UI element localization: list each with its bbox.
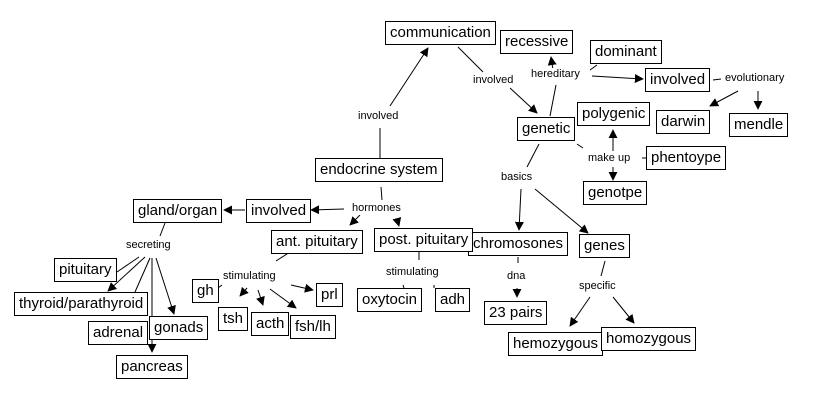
link-label-stimulating: stimulating	[222, 270, 277, 283]
node-pancreas[interactable]: pancreas	[116, 355, 188, 379]
edge-involved-genetic	[509, 87, 538, 114]
node-post-pituitary[interactable]: post. pituitary	[374, 228, 474, 252]
edge-secreting-thyroid	[107, 256, 146, 292]
edge-basics-genes	[534, 188, 589, 234]
edge-hormones-antpit	[349, 214, 361, 226]
link-label-stimulating: stimulating	[385, 266, 440, 279]
edge-gland-secreting	[159, 222, 166, 237]
node-chromosones[interactable]: chromosones	[468, 232, 569, 256]
link-label-dna: dna	[506, 270, 527, 283]
link-label-make-up: make up	[587, 152, 632, 165]
node-involved[interactable]: involved	[645, 68, 711, 92]
link-label-secreting: secreting	[125, 239, 172, 252]
node-polygenic[interactable]: polygenic	[577, 102, 651, 126]
edge-genetic-makeup	[576, 143, 584, 149]
edge-communication-involved	[457, 46, 484, 73]
node-involved[interactable]: involved	[246, 199, 312, 223]
node-pituitary[interactable]: pituitary	[54, 258, 117, 282]
link-label-involved: involved	[357, 110, 400, 123]
link-label-hereditary: hereditary	[530, 68, 581, 81]
edge-hereditary-dominant	[589, 64, 598, 71]
edge-basics-chromosones	[514, 188, 524, 231]
edge-genetic-basics	[526, 143, 540, 168]
node-homozygous[interactable]: homozygous	[601, 327, 697, 351]
node-fsh-lh[interactable]: fsh/lh	[290, 315, 336, 339]
node-prl[interactable]: prl	[316, 283, 343, 307]
edge-secreting-adrenal	[134, 257, 151, 293]
node-gland-organ[interactable]: gland/organ	[133, 199, 223, 223]
node-tsh[interactable]: tsh	[218, 307, 249, 331]
node-genetic[interactable]: genetic	[517, 117, 576, 141]
node-adrenal[interactable]: adrenal	[88, 321, 149, 345]
node-23-pairs[interactable]: 23 pairs	[484, 301, 548, 325]
node-gonads[interactable]: gonads	[149, 316, 209, 340]
node-thyroid-parathyroid[interactable]: thyroid/parathyroid	[14, 292, 149, 316]
edge-specific-homozygous	[612, 296, 635, 324]
node-oxytocin[interactable]: oxytocin	[357, 288, 423, 312]
edge-involved-communication	[389, 47, 429, 107]
node-genes[interactable]: genes	[579, 234, 630, 258]
node-acth[interactable]: acth	[251, 312, 290, 336]
node-genotpe[interactable]: genotpe	[583, 181, 648, 205]
edge-stim-fsh	[269, 288, 297, 309]
link-label-specific: specific	[578, 280, 617, 293]
edge-stim-tsh	[239, 286, 249, 297]
node-mendle[interactable]: mendle	[729, 113, 789, 137]
edge-endocrine-hormones	[380, 186, 383, 201]
edge-hormones-involved	[310, 205, 345, 215]
node-communication[interactable]: communication	[385, 21, 496, 45]
node-endocrine-system[interactable]: endocrine system	[315, 158, 443, 182]
node-gh[interactable]: gh	[192, 279, 219, 303]
edge-genetic-hereditary	[549, 84, 557, 117]
edge-hereditary-recessive	[547, 56, 557, 71]
edge-hereditary-involved	[591, 74, 644, 84]
node-recessive[interactable]: recessive	[500, 30, 574, 54]
edge-stim-acth	[256, 289, 265, 306]
edge-hormones-postpit	[392, 216, 402, 227]
edge-secreting-gonads	[155, 257, 176, 315]
link-label-basics: basics	[500, 171, 534, 184]
node-hemozygous[interactable]: hemozygous	[508, 332, 604, 356]
node-darwin[interactable]: darwin	[656, 110, 711, 134]
link-label-evolutionary: evolutionary	[724, 72, 786, 85]
edge-specific-hemozygous	[569, 296, 591, 327]
node-adh[interactable]: adh	[435, 288, 471, 312]
node-phentoype[interactable]: phentoype	[646, 146, 727, 170]
node-ant-pituitary[interactable]: ant. pituitary	[271, 230, 363, 254]
link-label-involved: involved	[472, 74, 515, 87]
link-label-hormones: hormones	[351, 202, 402, 215]
edge-involved-evolutionary	[712, 78, 722, 81]
node-dominant[interactable]: dominant	[590, 40, 662, 64]
edge-stim-prl	[290, 283, 314, 293]
edge-genes-specific	[600, 260, 606, 277]
edge-stim-oxytocin	[402, 284, 405, 289]
edge-evolutionary-darwin	[709, 90, 739, 107]
edge-secreting-pituitary	[116, 256, 140, 273]
